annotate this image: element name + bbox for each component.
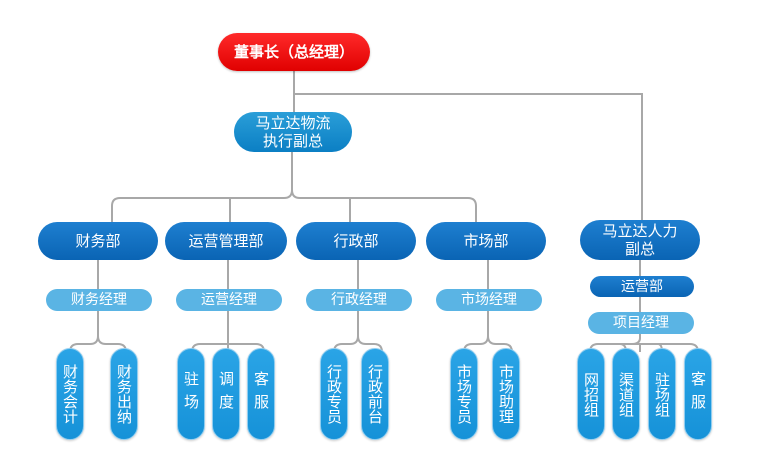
ops-dept-node: 运营管理部	[165, 222, 287, 260]
staff-admin-specialist: 行政专员	[320, 348, 348, 440]
staff-channel: 渠道组	[612, 348, 640, 440]
staff-front-desk: 行政前台	[361, 348, 389, 440]
ceo-node: 董事长（总经理）	[218, 33, 370, 71]
staff-service-group: 客服	[684, 348, 712, 440]
hr-ops-dept-node: 运营部	[590, 276, 694, 297]
market-manager-label: 市场经理	[461, 292, 517, 308]
vp-hr-node: 马立达人力 副总	[580, 220, 700, 260]
vp-logistics-node: 马立达物流 执行副总	[234, 112, 352, 152]
finance-manager-node: 财务经理	[46, 289, 152, 311]
market-dept-label: 市场部	[463, 232, 509, 250]
hr-ops-dept-label: 运营部	[621, 278, 663, 295]
staff-accountant: 财务会计	[56, 348, 84, 440]
staff-onsite: 驻场	[177, 348, 205, 440]
market-manager-node: 市场经理	[436, 289, 542, 311]
finance-manager-label: 财务经理	[71, 292, 127, 308]
admin-manager-node: 行政经理	[306, 289, 412, 311]
ops-manager-label: 运营经理	[201, 292, 257, 308]
staff-onsite-group: 驻场组	[648, 348, 676, 440]
staff-market-assistant-label: 市场助理	[497, 364, 515, 424]
admin-dept-label: 行政部	[333, 232, 379, 250]
connector-pm-staff	[589, 334, 699, 353]
connector-finance-staff	[69, 311, 127, 353]
staff-online-recruit-label: 网招组	[582, 371, 600, 417]
staff-online-recruit: 网招组	[577, 348, 605, 440]
staff-onsite-group-label: 驻场组	[653, 371, 671, 417]
staff-service-group-label: 客服	[689, 371, 707, 417]
staff-dispatch: 调度	[212, 348, 240, 440]
admin-dept-node: 行政部	[296, 222, 416, 260]
ceo-label: 董事长（总经理）	[233, 43, 354, 61]
connector-admin-staff	[333, 311, 383, 353]
staff-service: 客服	[247, 348, 275, 440]
vp-logistics-label: 马立达物流 执行副总	[255, 114, 331, 150]
finance-dept-node: 财务部	[38, 222, 158, 260]
admin-manager-label: 行政经理	[331, 292, 387, 308]
ops-dept-label: 运营管理部	[188, 232, 264, 250]
staff-cashier-label: 财务出纳	[115, 364, 133, 424]
staff-onsite-label: 驻场	[182, 371, 200, 417]
connector-ceo	[293, 71, 643, 220]
staff-cashier: 财务出纳	[110, 348, 138, 440]
staff-dispatch-label: 调度	[217, 371, 235, 417]
ops-manager-node: 运营经理	[176, 289, 282, 311]
staff-channel-label: 渠道组	[617, 371, 635, 417]
staff-admin-specialist-label: 行政专员	[325, 364, 343, 424]
connector-market-staff	[463, 311, 513, 353]
vp-hr-label: 马立达人力 副总	[602, 222, 678, 258]
staff-front-desk-label: 行政前台	[366, 364, 384, 424]
connector-ops-staff	[191, 311, 265, 353]
finance-dept-label: 财务部	[75, 232, 121, 250]
staff-market-specialist-label: 市场专员	[455, 364, 473, 424]
staff-market-assistant: 市场助理	[492, 348, 520, 440]
staff-market-specialist: 市场专员	[450, 348, 478, 440]
connector-vp-depts	[111, 152, 477, 222]
staff-accountant-label: 财务会计	[61, 364, 79, 424]
market-dept-node: 市场部	[426, 222, 546, 260]
project-manager-label: 项目经理	[613, 315, 669, 331]
project-manager-node: 项目经理	[588, 312, 694, 334]
staff-service-label: 客服	[252, 371, 270, 417]
